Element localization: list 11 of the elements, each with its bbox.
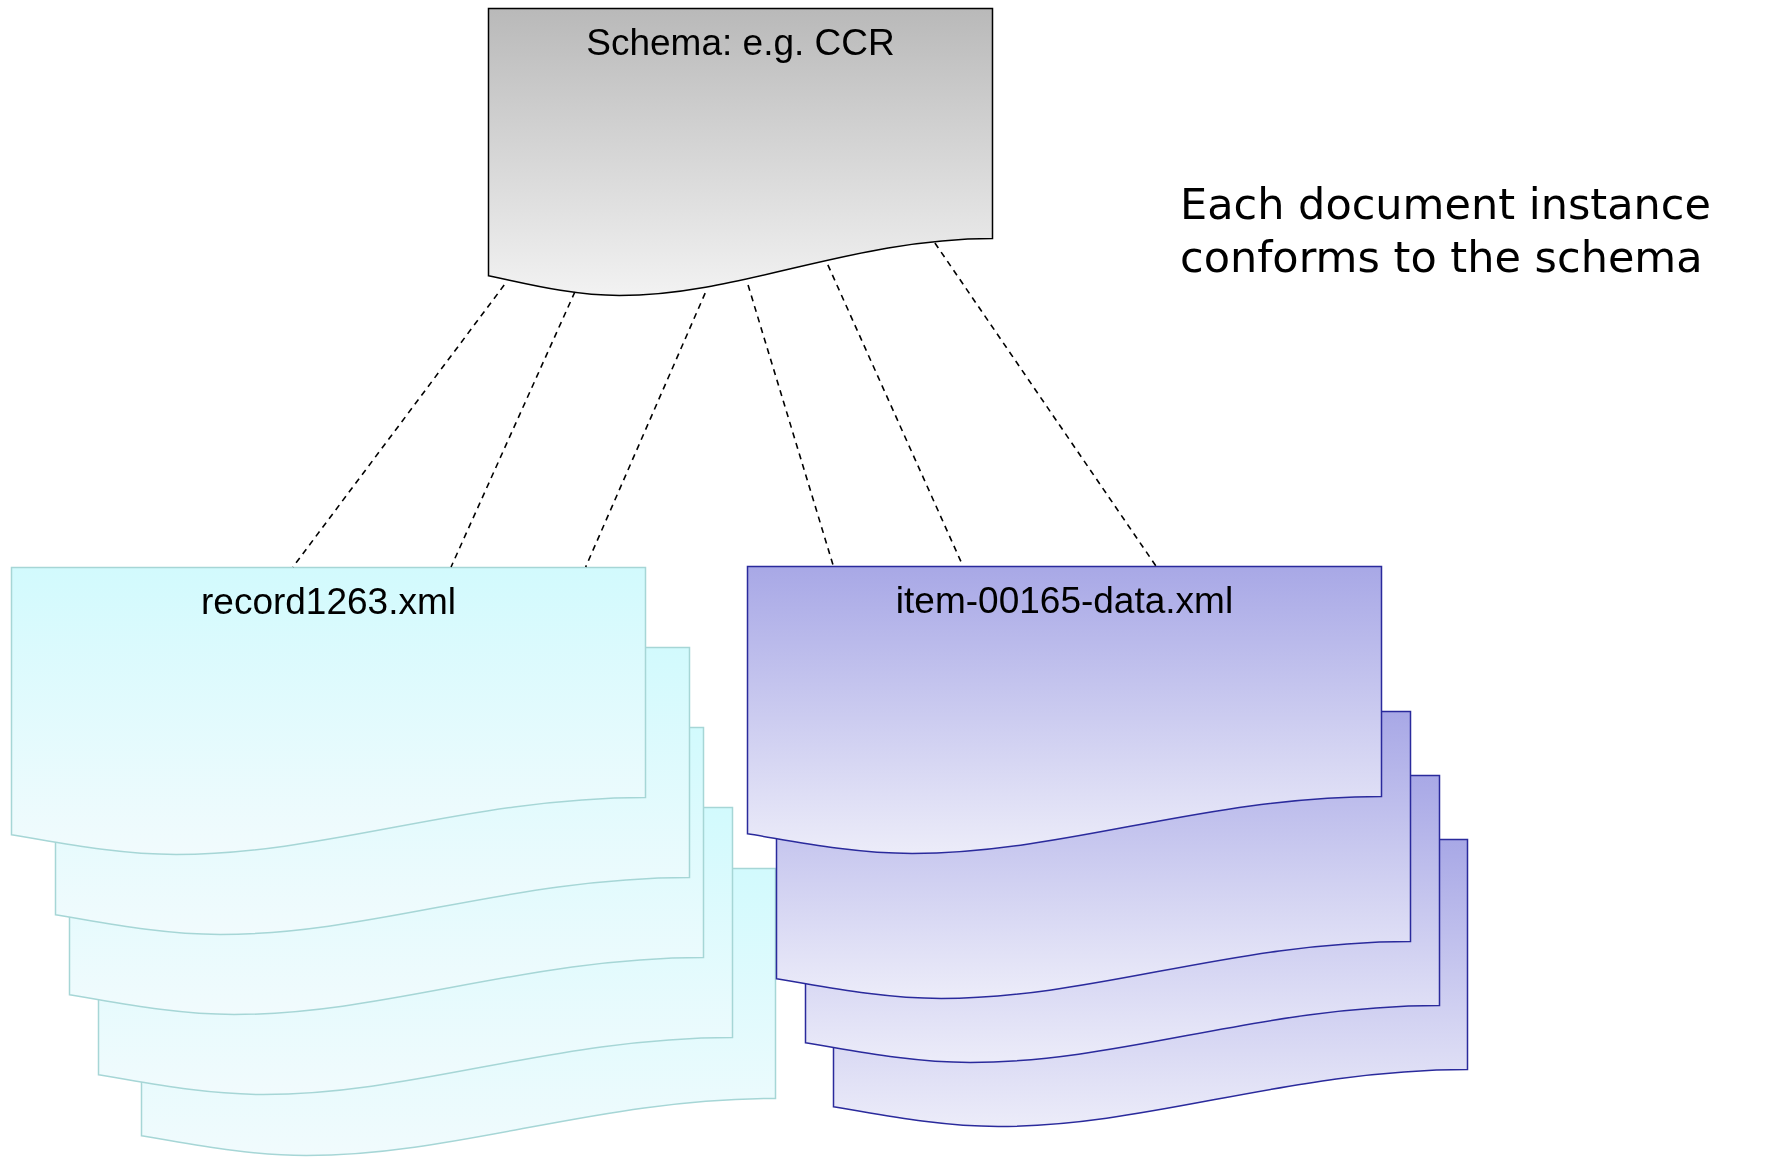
document-shape — [488, 8, 993, 296]
document-title: record1263.xml — [201, 581, 456, 623]
dashed-connector — [934, 242, 1157, 567]
dashed-connector — [450, 291, 576, 568]
dashed-connector — [584, 292, 706, 568]
note-text: Each document instance conforms to the schema — [1180, 178, 1712, 284]
document-title: item-00165-data.xml — [895, 580, 1234, 622]
document-title: Schema: e.g. CCR — [586, 22, 895, 64]
document-shape — [11, 567, 646, 855]
document-shape — [747, 566, 1382, 854]
dashed-connector — [747, 284, 835, 567]
